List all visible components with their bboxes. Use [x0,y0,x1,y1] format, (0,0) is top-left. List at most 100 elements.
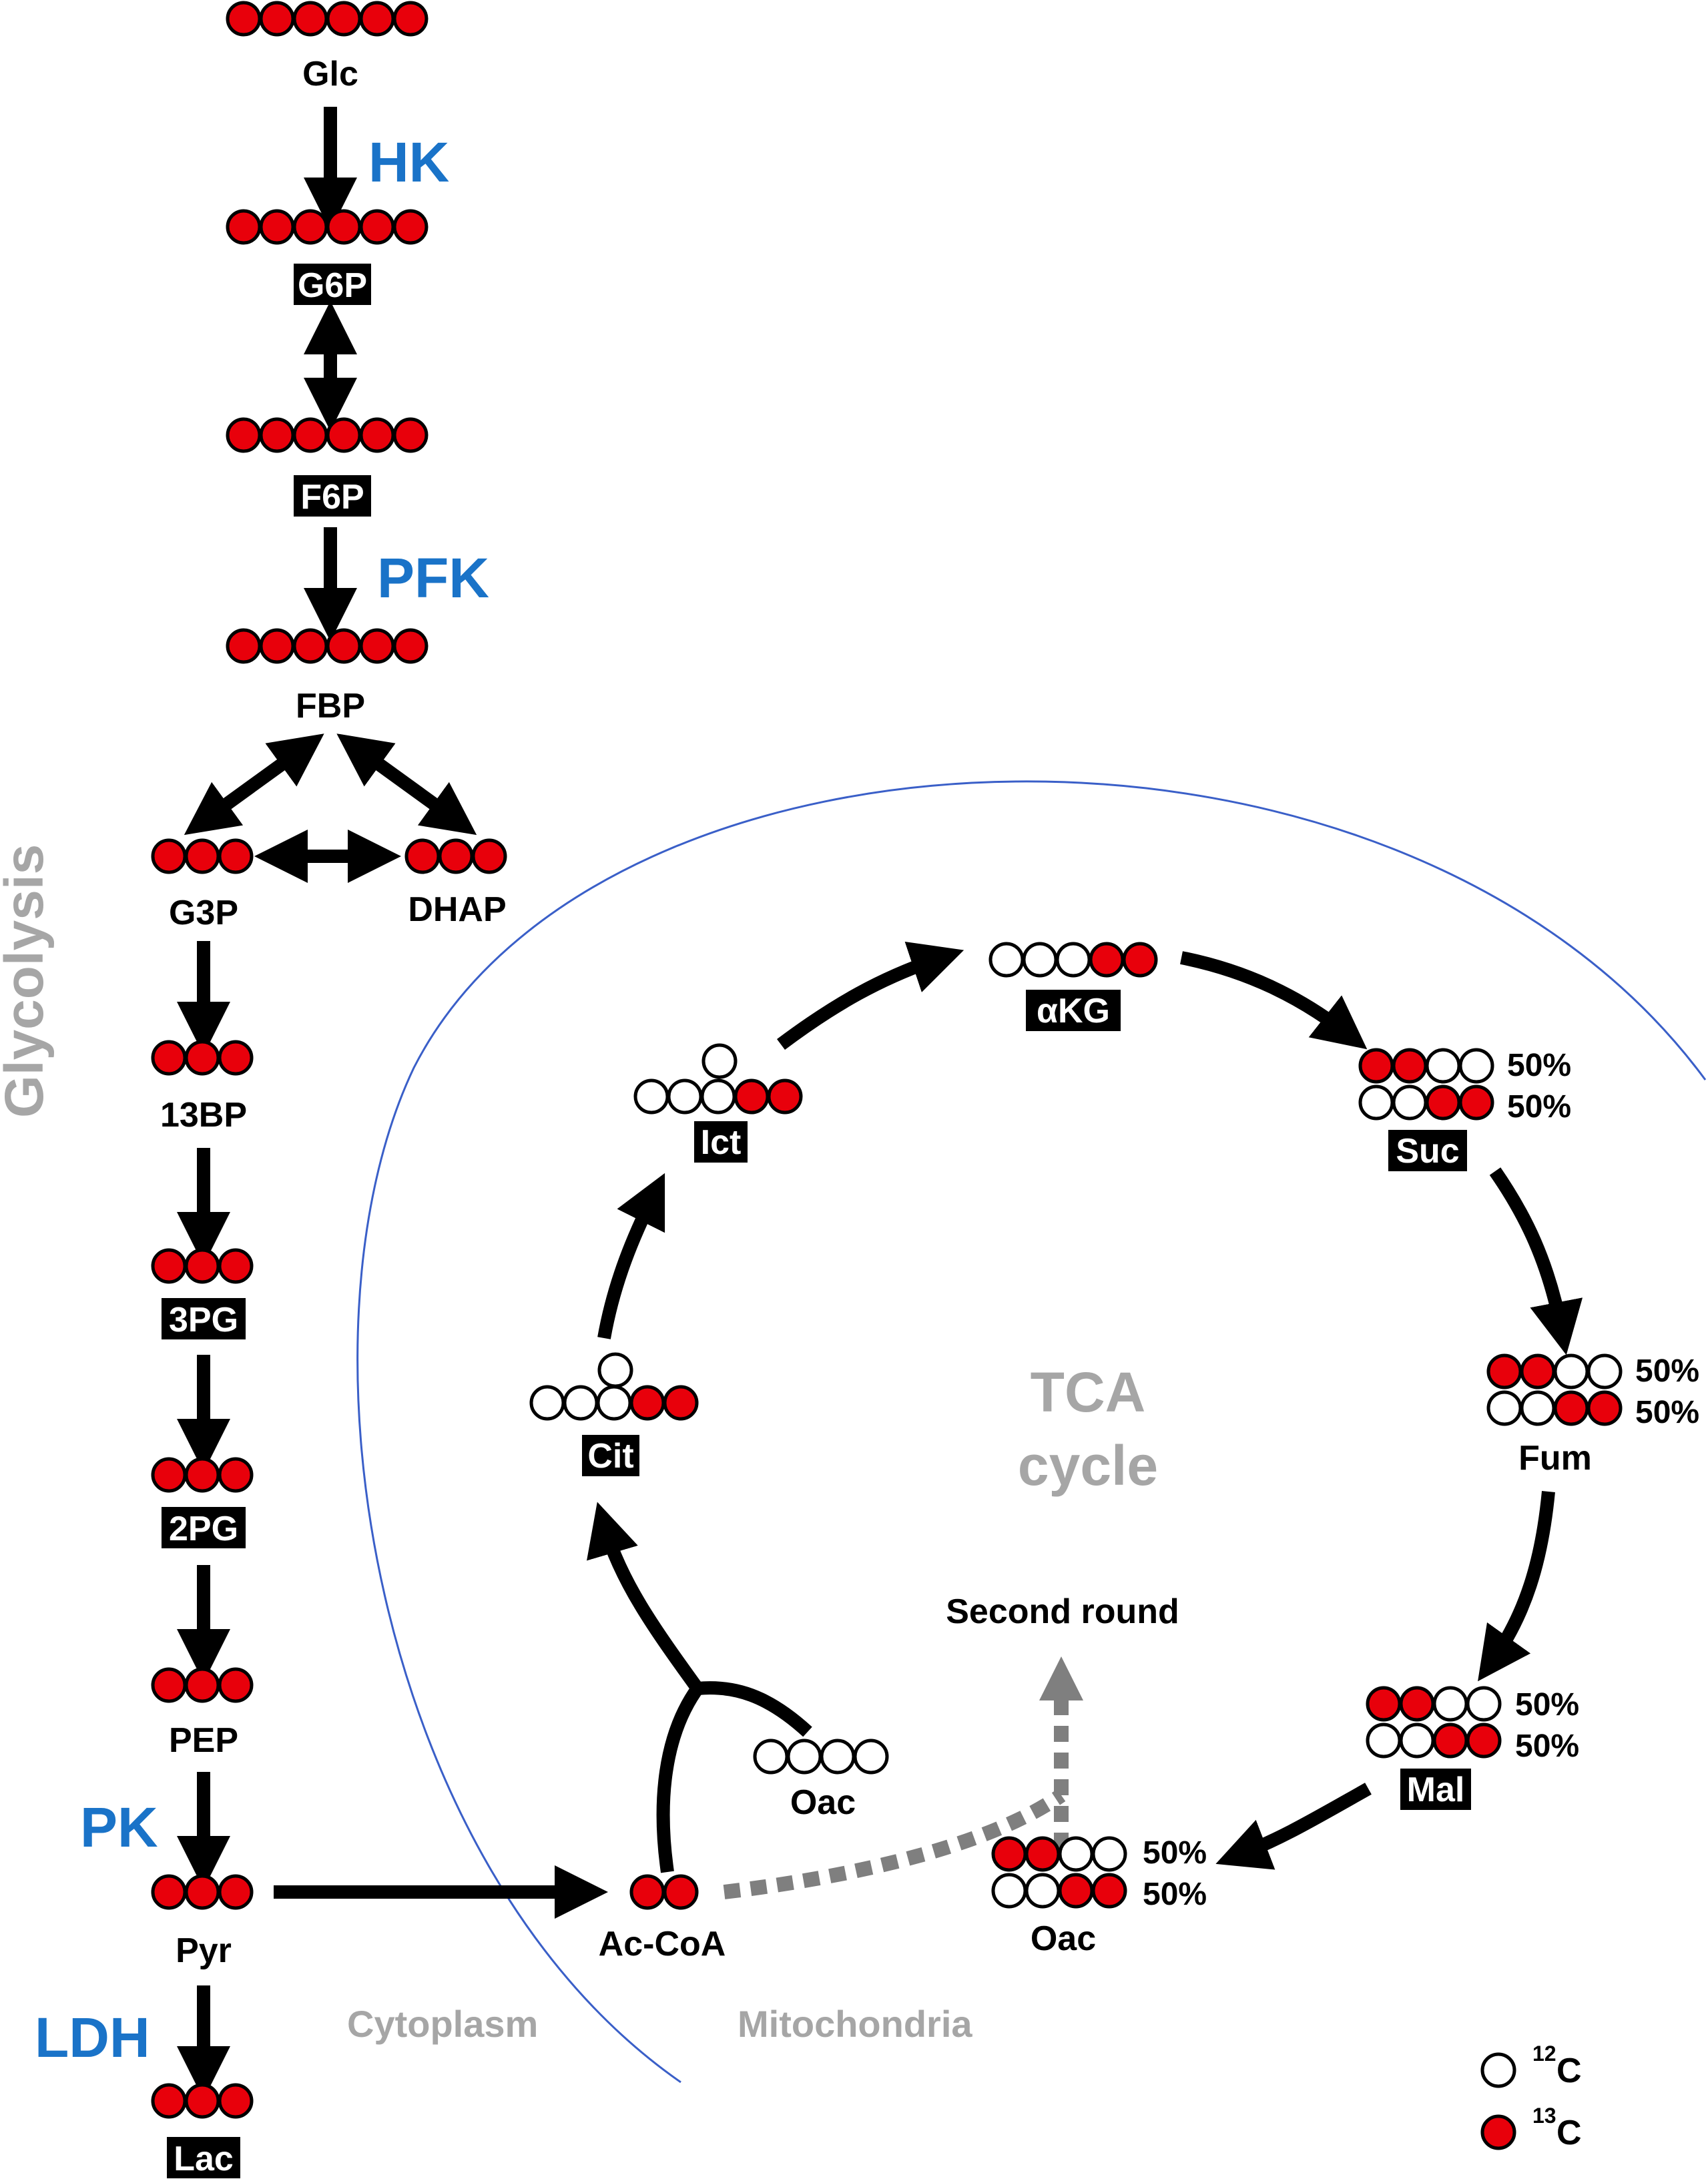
glycolysis-arrows [177,107,608,2100]
label-pyr: Pyr [176,1931,232,1970]
fum-bottom-atom [1587,1390,1623,1426]
glc-atom [359,1,395,37]
second-round-arrows [723,1656,1083,1899]
suc-bottom-atom [1392,1084,1428,1121]
fbp-atom [392,628,429,664]
glc-atom [326,1,362,37]
lac-atom [151,2083,187,2119]
dotted-arrow-acoa [723,1789,1066,1899]
fum-top-atom [1553,1353,1589,1389]
legend-12c-mass: 12 [1532,2042,1556,2066]
mal-top-atom [1366,1686,1402,1722]
label-cit: Cit [587,1437,633,1476]
2pg-atom [184,1457,220,1493]
arrow-mal-oac [1215,1783,1372,1870]
pyr-atom [184,1874,220,1910]
dhap-atom [438,838,474,874]
pep-atom [218,1667,254,1703]
label-ict: Ict [701,1123,742,1162]
oac-input-atom [753,1739,789,1775]
oac-bottom-atom [1025,1873,1061,1909]
label-3pg: 3PG [169,1301,238,1339]
mal-bottom-atom [1466,1723,1502,1759]
label-second-round: Second round [946,1592,1179,1631]
label-mitochondria: Mitochondria [738,2003,972,2045]
carbon-atom-layer [151,1,1623,2119]
label-oac-input: Oac [790,1783,856,1822]
legend-13c-mass: 13 [1532,2104,1556,2128]
ict-branch-atom [701,1043,738,1079]
glycolysis-title: Glycolysis [0,844,55,1118]
ict-atom [667,1078,703,1115]
mal-bottom-atom [1366,1723,1402,1759]
label-mal: Mal [1407,1771,1465,1809]
glc-atom [292,1,328,37]
mal-top-atom [1466,1686,1502,1722]
label-fbp: FBP [296,687,365,725]
legend-12c-symbol [1480,2052,1516,2088]
arrow-fbp-g3p [184,733,324,836]
g3p-atom [184,838,220,874]
label-13bp: 13BP [160,1096,247,1135]
ict-atom [700,1078,736,1115]
pyr-atom [218,1874,254,1910]
f6p-atom [226,417,262,453]
suc-top-atom [1358,1048,1394,1084]
oac-bottom-atom [1058,1873,1094,1909]
oac-top-atom [991,1836,1027,1872]
ict-atom [767,1078,803,1115]
acoa-atom [629,1874,665,1910]
pct-fum-top: 50% [1635,1353,1699,1389]
cit-atom [629,1385,665,1421]
3pg-atom [151,1248,187,1284]
13bp-atom [151,1040,187,1076]
g6p-atom [326,209,362,245]
legend-12c-element: C [1556,2052,1582,2090]
pct-oac-bottom: 50% [1143,1877,1207,1912]
pct-oac-top: 50% [1143,1835,1207,1871]
akg-atom [988,942,1025,978]
label-g6p: G6P [298,266,367,305]
pct-mal-bottom: 50% [1515,1729,1579,1764]
cit-atom [563,1385,599,1421]
label-cytoplasm: Cytoplasm [347,2003,538,2045]
label-g3p: G3P [169,894,238,932]
enzyme-pk: PK [80,1796,158,1859]
fum-bottom-atom [1520,1390,1556,1426]
pep-atom [184,1667,220,1703]
fum-top-atom [1587,1353,1623,1389]
f6p-atom [259,417,295,453]
13bp-atom [184,1040,220,1076]
fum-bottom-atom [1553,1390,1589,1426]
oac-input-atom [786,1739,822,1775]
mal-bottom-atom [1399,1723,1435,1759]
label-fum: Fum [1518,1439,1592,1478]
oac-input-atom [820,1739,856,1775]
tca-title-line1: TCA [1031,1361,1146,1424]
g6p-atom [226,209,262,245]
cit-branch-atom [597,1352,633,1388]
oac-top-atom [1091,1836,1127,1872]
pyr-atom [151,1874,187,1910]
mal-bottom-atom [1432,1723,1468,1759]
f6p-atom [392,417,429,453]
fbp-atom [326,628,362,664]
pep-atom [151,1667,187,1703]
g6p-atom [259,209,295,245]
fum-top-atom [1486,1353,1522,1389]
fbp-atom [359,628,395,664]
cit-atom [596,1385,632,1421]
3pg-atom [218,1248,254,1284]
pct-suc-top: 50% [1507,1048,1571,1083]
g6p-atom [392,209,429,245]
legend-13c-element: C [1556,2114,1582,2152]
label-glc: Glc [302,55,358,93]
label-f6p: F6P [300,478,364,517]
label-acoa: Ac-CoA [599,1925,726,1963]
g6p-atom [359,209,395,245]
2pg-atom [151,1457,187,1493]
g3p-atom [218,838,254,874]
arrow-suc-fum [1489,1167,1583,1355]
ict-atom [734,1078,770,1115]
